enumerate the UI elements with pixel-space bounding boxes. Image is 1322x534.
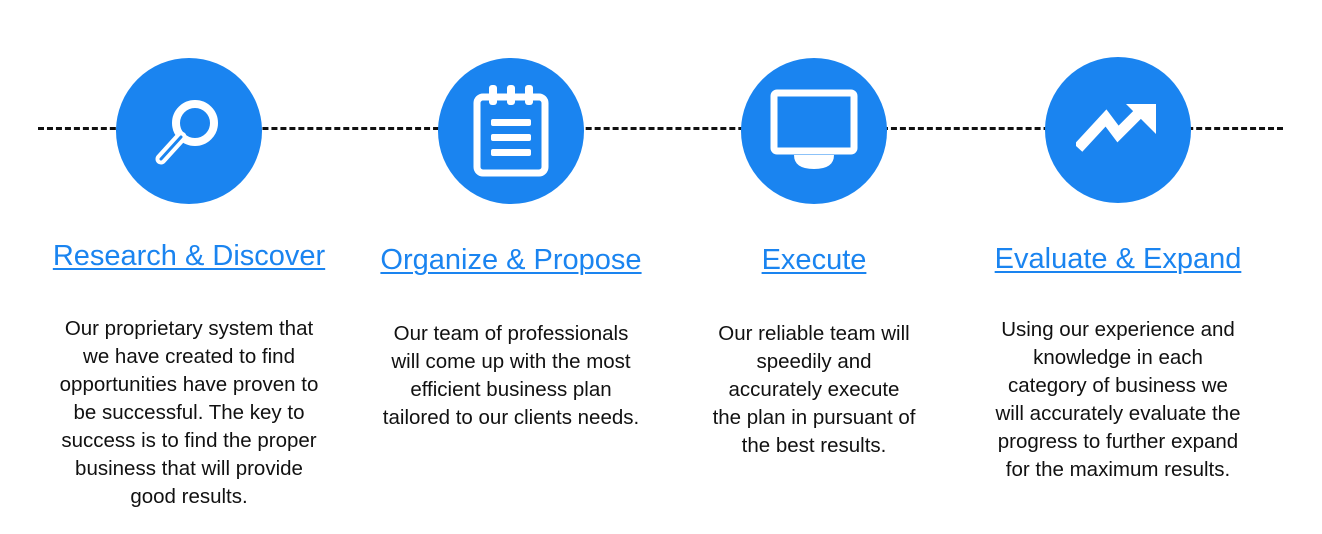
description-line: for the maximum results. xyxy=(1005,458,1231,481)
description-line: opportunities have proven to xyxy=(59,373,319,396)
description-line: tailored to our clients needs. xyxy=(382,406,640,429)
step-research-discover: Research & Discover Our proprietary syst… xyxy=(29,0,349,534)
description-line: Our team of professionals xyxy=(393,322,629,345)
step-icon-circle xyxy=(116,58,262,204)
description-line: we have created to find xyxy=(83,345,295,368)
step-title-organize-propose[interactable]: Organize & Propose xyxy=(380,244,642,276)
description-line: accurately execute xyxy=(728,378,900,401)
description-line: progress to further expand xyxy=(997,430,1239,453)
trend-arrow-icon xyxy=(1076,104,1156,152)
step-icon-circle xyxy=(741,58,887,204)
description-line: will come up with the most xyxy=(391,350,631,373)
step-description: Our proprietary system that we have crea… xyxy=(29,315,349,511)
monitor-icon xyxy=(770,89,858,169)
step-title-research-discover[interactable]: Research & Discover xyxy=(52,240,326,272)
step-description: Using our experience and knowledge in ea… xyxy=(958,316,1278,484)
step-icon-circle xyxy=(1045,57,1191,203)
step-description: Our reliable team will speedily and accu… xyxy=(654,320,974,460)
step-icon-circle xyxy=(438,58,584,204)
description-line: be successful. The key to xyxy=(73,401,305,424)
description-line: business that will provide xyxy=(75,457,303,480)
description-line: good results. xyxy=(130,485,248,508)
description-line: efficient business plan xyxy=(410,378,612,401)
step-organize-propose: Organize & Propose Our team of professio… xyxy=(351,0,671,534)
description-line: Our proprietary system that xyxy=(64,317,314,340)
description-line: knowledge in each xyxy=(1033,346,1203,369)
step-title-evaluate-expand[interactable]: Evaluate & Expand xyxy=(994,243,1242,275)
description-line: success is to find the proper xyxy=(61,429,317,452)
step-title-execute[interactable]: Execute xyxy=(761,244,867,276)
description-line: the plan in pursuant of xyxy=(712,406,916,429)
description-line: category of business we xyxy=(1008,374,1228,397)
description-line: the best results. xyxy=(741,434,887,457)
description-line: will accurately evaluate the xyxy=(995,402,1241,425)
description-line: Using our experience and xyxy=(1001,318,1235,341)
step-description: Our team of professionals will come up w… xyxy=(351,320,671,432)
step-execute: Execute Our reliable team will speedily … xyxy=(654,0,974,534)
step-evaluate-expand: Evaluate & Expand Using our experience a… xyxy=(958,0,1278,534)
magnifier-icon xyxy=(155,100,218,165)
notepad-icon xyxy=(473,85,549,177)
dashed-timeline-line xyxy=(38,127,1283,130)
description-line: speedily and xyxy=(756,350,872,373)
description-line: Our reliable team will xyxy=(718,322,910,345)
